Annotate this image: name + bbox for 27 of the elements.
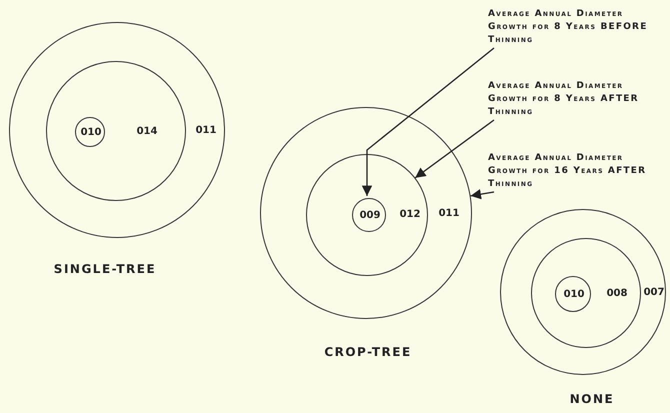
callout-text: Average Annual Diameter Growth for 8 Years AFTER Thinning (488, 80, 666, 119)
ring-outline (75, 117, 105, 147)
caption: CROP-TREE (324, 345, 412, 359)
ring-outline (352, 198, 386, 232)
leader-arrow (470, 189, 494, 200)
ring-value: 011 (438, 208, 460, 220)
ring-value: 012 (400, 209, 420, 221)
ring-outline (260, 107, 472, 319)
ring-outline (500, 209, 666, 375)
ring-value: 010 (564, 289, 584, 301)
ring-value: 014 (136, 126, 158, 138)
ring-outline (555, 276, 591, 312)
ring-value: 009 (360, 210, 380, 222)
ring-outline (531, 238, 641, 348)
callout-text: Average Annual Diameter Growth for 16 Years AFTER Thinning (488, 152, 666, 191)
leader-arrow (362, 48, 494, 196)
ring-outline (46, 61, 186, 201)
ring-value: 007 (644, 287, 664, 299)
caption: SINGLE-TREE (54, 262, 156, 276)
ring-value: 011 (196, 125, 216, 137)
ring-outline (306, 154, 428, 276)
ring-value: 010 (80, 127, 102, 139)
ring-value: 008 (606, 288, 628, 300)
caption: NONE (570, 392, 614, 406)
leader-arrow (414, 119, 494, 178)
ring-outline (9, 22, 225, 238)
callout-text: Average Annual Diameter Growth for 8 Years BEFORE Thinning (488, 8, 666, 47)
